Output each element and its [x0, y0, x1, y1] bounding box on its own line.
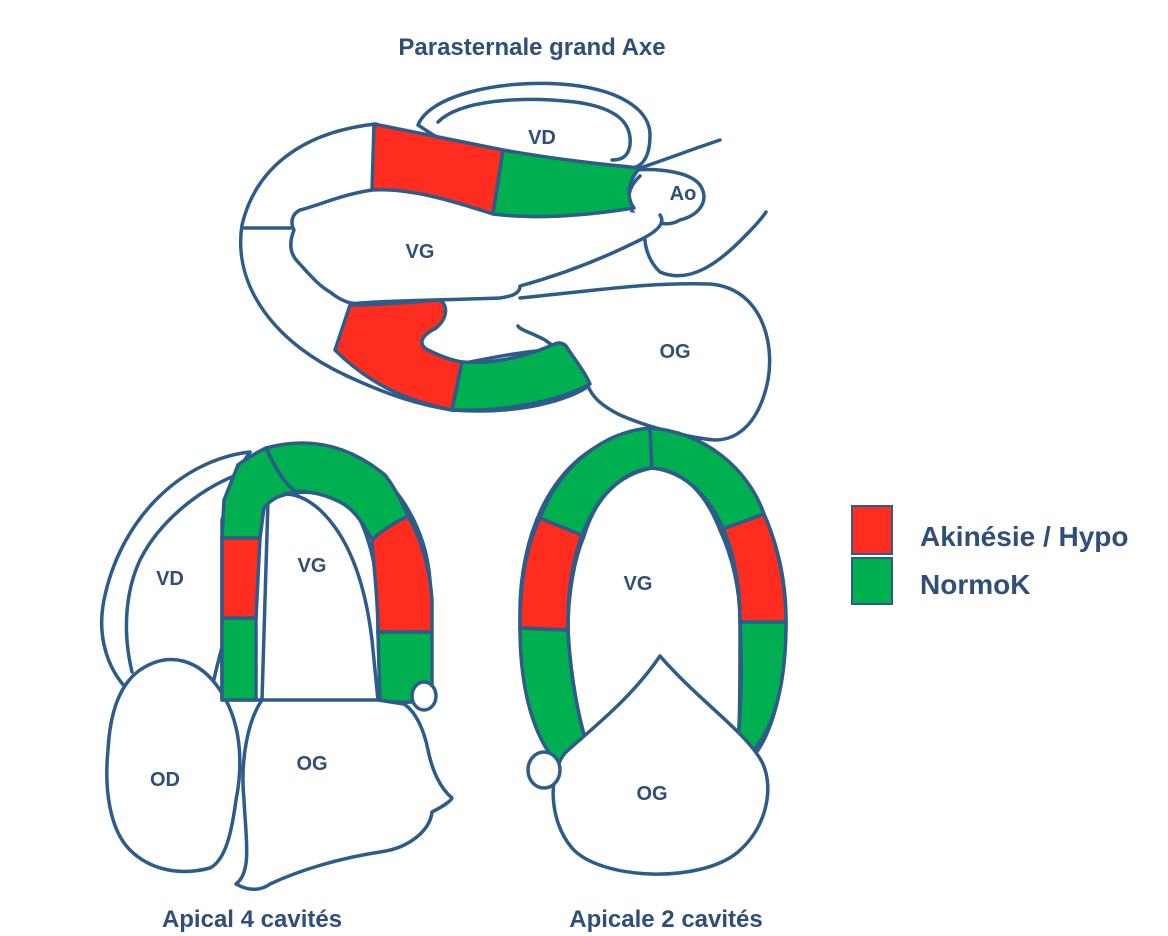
- apical2-anterior-basal-segment: [736, 620, 788, 754]
- parasternal-aorta-upper: [638, 138, 722, 170]
- apical2-label-vg: VG: [624, 573, 653, 595]
- parasternal-label-vg: VG: [406, 241, 435, 263]
- apical4-label-og: OG: [296, 753, 327, 775]
- legend: Akinésie / Hypo NormoK: [851, 505, 1129, 605]
- legend-swatch-normok: [851, 557, 893, 605]
- parasternal-title: Parasternale grand Axe: [398, 34, 665, 61]
- legend-label-akinesia: Akinésie / Hypo: [920, 521, 1129, 552]
- parasternal-anterior-septum-mid-segment: [491, 148, 642, 219]
- apical4-lateral-mid-segment: [370, 514, 434, 634]
- parasternal-label-vd: VD: [528, 127, 556, 149]
- apical4-septum-basal-segment: [220, 616, 258, 702]
- legend-label-normok: NormoK: [920, 569, 1030, 600]
- apical4-label-vg: VG: [298, 555, 327, 577]
- apical4-title: Apical 4 cavités: [162, 906, 342, 933]
- legend-swatch-akinesia: [851, 505, 893, 555]
- apical4-ra: [105, 657, 242, 874]
- parasternal-label-og: OG: [659, 341, 690, 363]
- apical2-label-og: OG: [636, 783, 667, 805]
- apical2-papillary-nub: [526, 750, 562, 790]
- apical2-title: Apicale 2 cavités: [569, 906, 762, 933]
- apical-4-chamber-view: VD VG OD OG Apical 4 cavités: [99, 441, 454, 933]
- parasternal-long-axis-view: Parasternale grand Axe VD Ao VG OG: [239, 34, 772, 442]
- apical4-la: [234, 698, 454, 891]
- apical4-rv-inner-line: [124, 474, 236, 674]
- apical2-lv-cavity: [566, 466, 742, 750]
- apical4-label-vd: VD: [156, 568, 184, 590]
- apical-2-chamber-view: VG OG Apicale 2 cavités: [518, 426, 788, 933]
- apical4-label-od: OD: [150, 769, 180, 791]
- parasternal-posterior-wall-basal-segment: [333, 298, 464, 412]
- parasternal-rv-inner-line: [436, 97, 632, 162]
- apical4-papillary-nub: [410, 680, 438, 712]
- parasternal-label-ao: Ao: [670, 183, 697, 205]
- apical4-septum-mid-segment: [220, 536, 262, 620]
- parasternal-posterior-wall-mid-segment: [450, 341, 592, 412]
- apical2-la: [551, 654, 770, 876]
